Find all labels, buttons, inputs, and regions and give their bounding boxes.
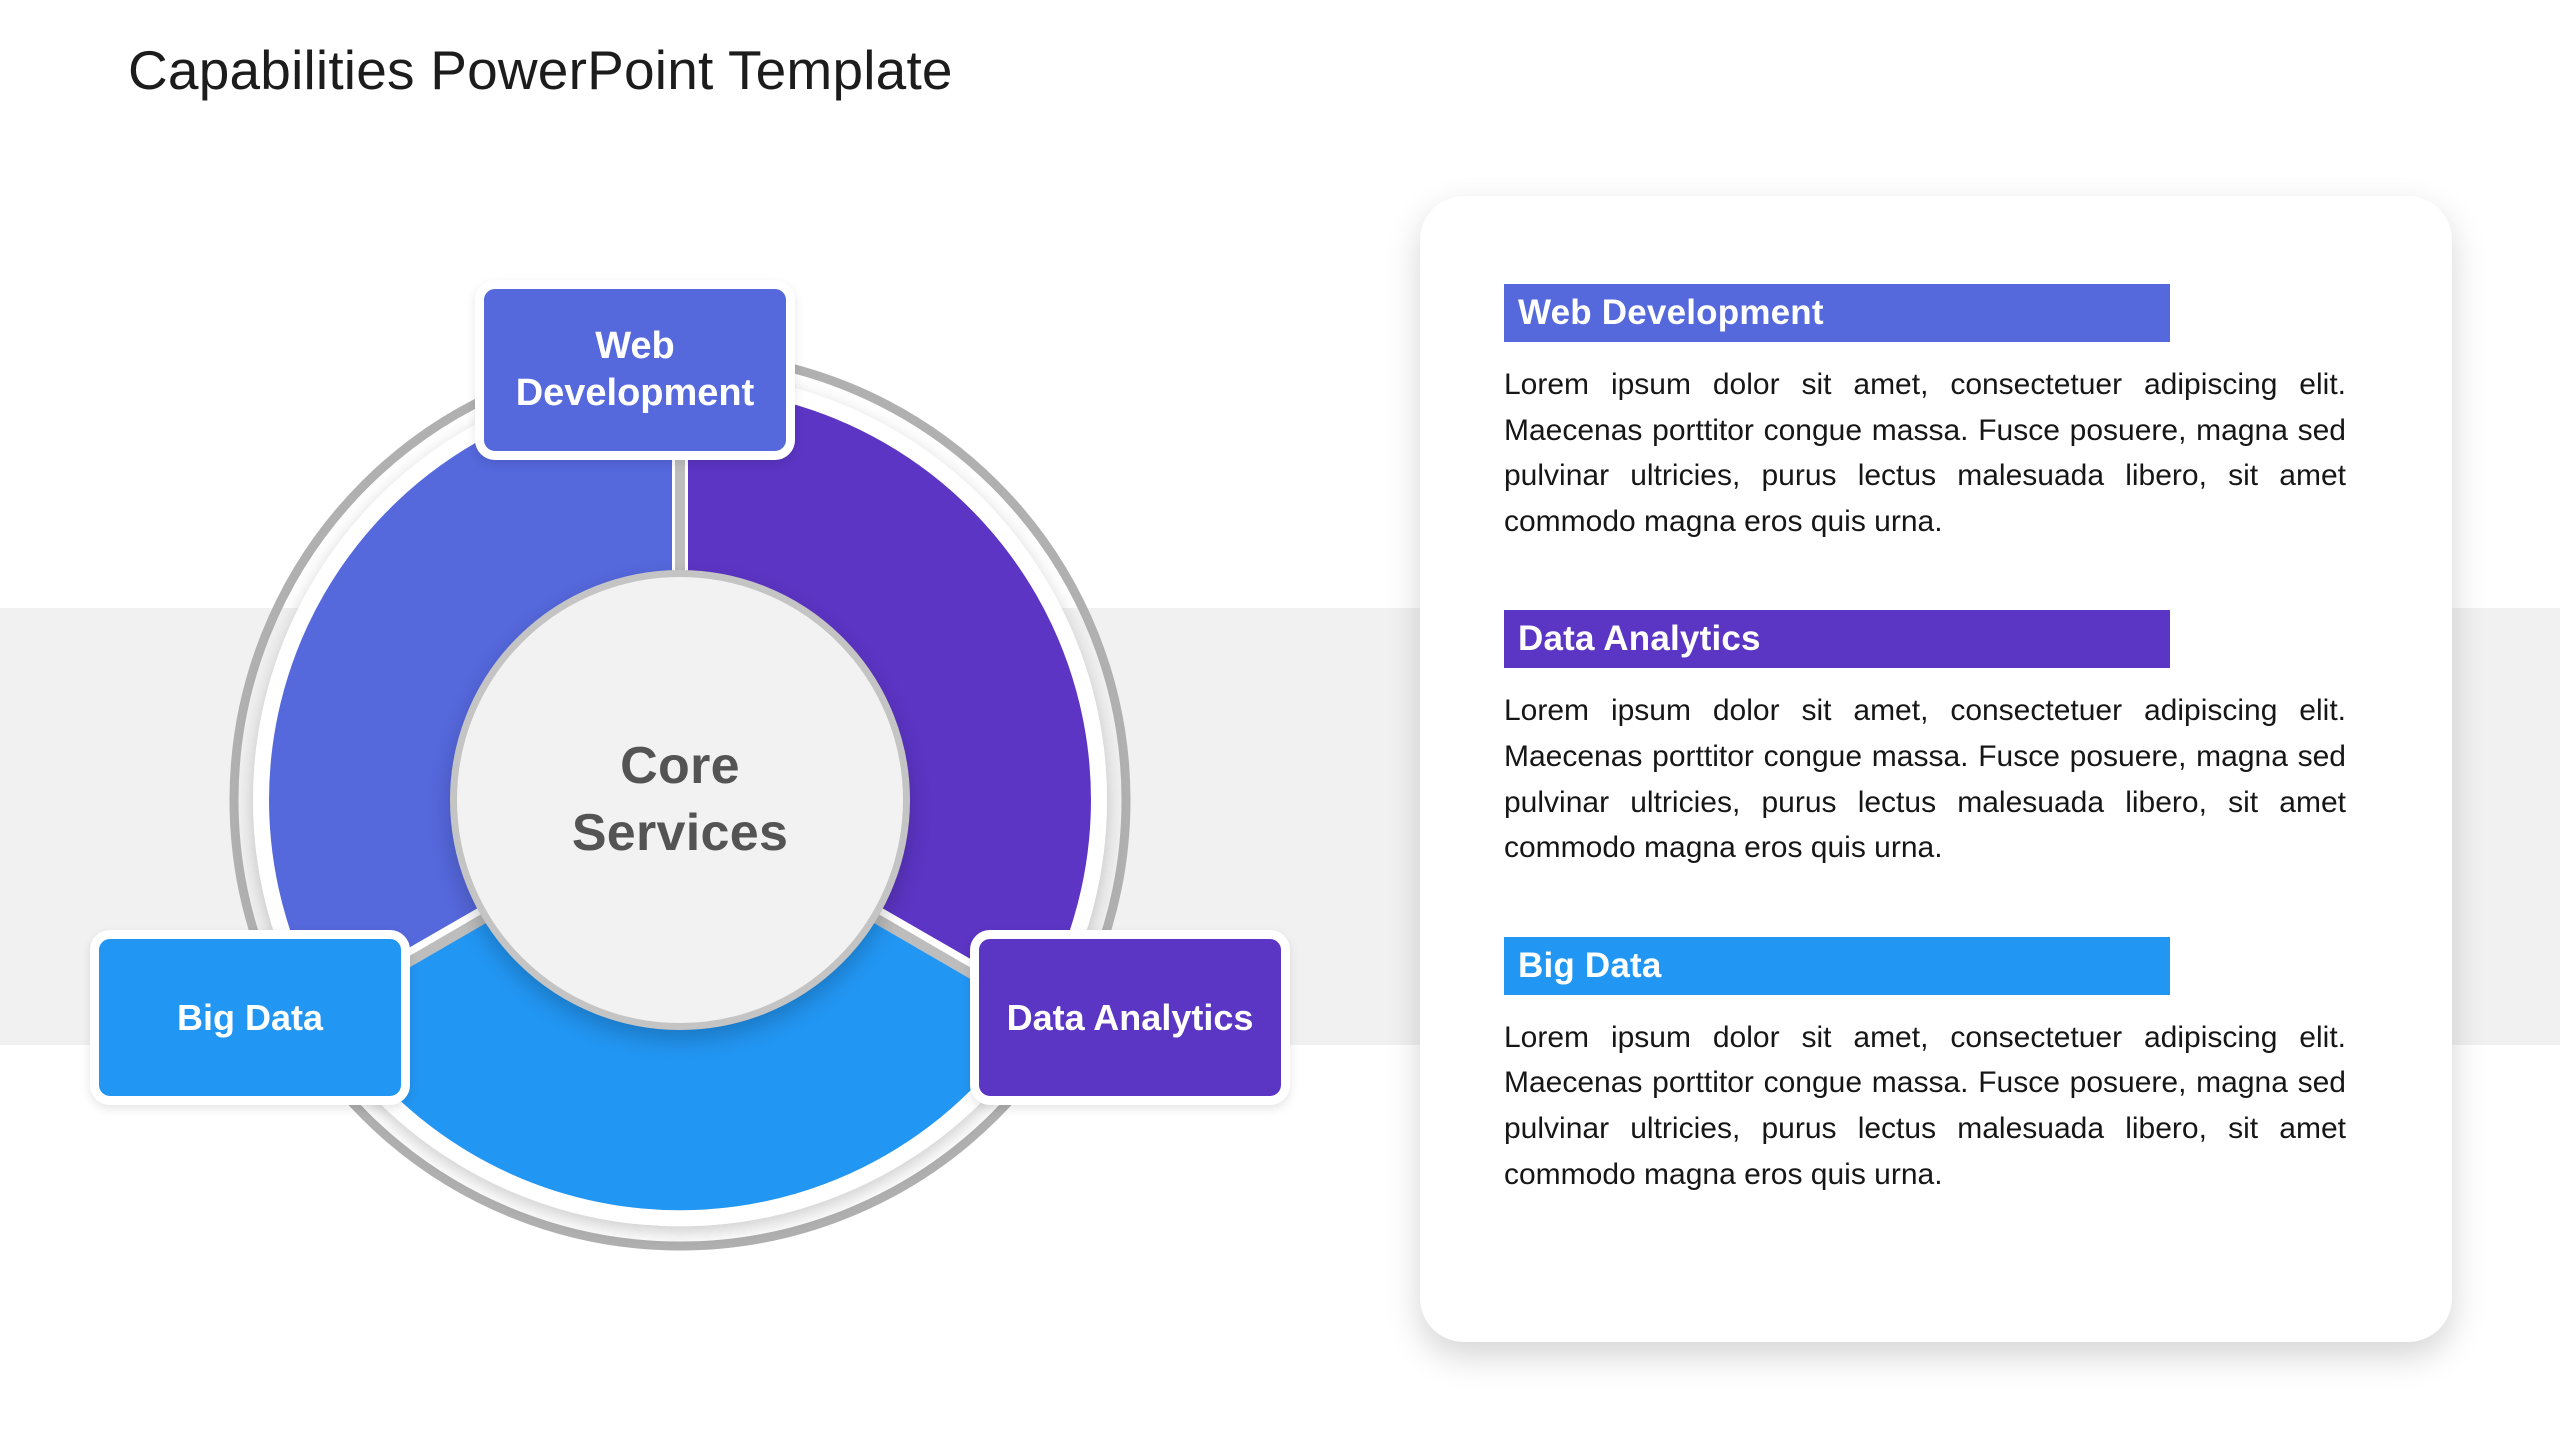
- info-item-list: Web Development Lorem ipsum dolor sit am…: [1504, 284, 2346, 1197]
- node-web-development[interactable]: Web Development: [475, 280, 795, 460]
- capabilities-donut-diagram: Core Services Web Development Big Data D…: [90, 280, 1320, 1350]
- node-data-analytics-label: Data Analytics: [1006, 996, 1254, 1038]
- info-heading-data-analytics: Data Analytics: [1504, 610, 2170, 669]
- info-heading-big-data: Big Data: [1504, 936, 2170, 995]
- core-services-circle[interactable]: Core Services: [450, 570, 910, 1030]
- info-heading-web-development: Web Development: [1504, 284, 2170, 342]
- node-data-analytics[interactable]: Data Analytics: [970, 930, 1290, 1105]
- node-web-development-label: Web Development: [515, 324, 755, 415]
- donut-ring: Core Services: [220, 340, 1140, 1260]
- info-item-web-development: Web Development Lorem ipsum dolor sit am…: [1504, 284, 2346, 544]
- info-body-big-data: Lorem ipsum dolor sit amet, consectetuer…: [1504, 1020, 2346, 1191]
- info-item-data-analytics: Data Analytics Lorem ipsum dolor sit ame…: [1504, 610, 2346, 870]
- info-body-web-development: Lorem ipsum dolor sit amet, consectetuer…: [1504, 368, 2346, 538]
- core-services-label: Core Services: [571, 737, 789, 862]
- page-title: Capabilities PowerPoint Template: [128, 39, 953, 101]
- info-item-big-data: Big Data Lorem ipsum dolor sit amet, con…: [1504, 936, 2346, 1197]
- node-big-data-label: Big Data: [176, 996, 324, 1038]
- info-panel-card: Web Development Lorem ipsum dolor sit am…: [1420, 196, 2452, 1342]
- node-big-data[interactable]: Big Data: [90, 930, 410, 1105]
- info-body-data-analytics: Lorem ipsum dolor sit amet, consectetuer…: [1504, 694, 2346, 865]
